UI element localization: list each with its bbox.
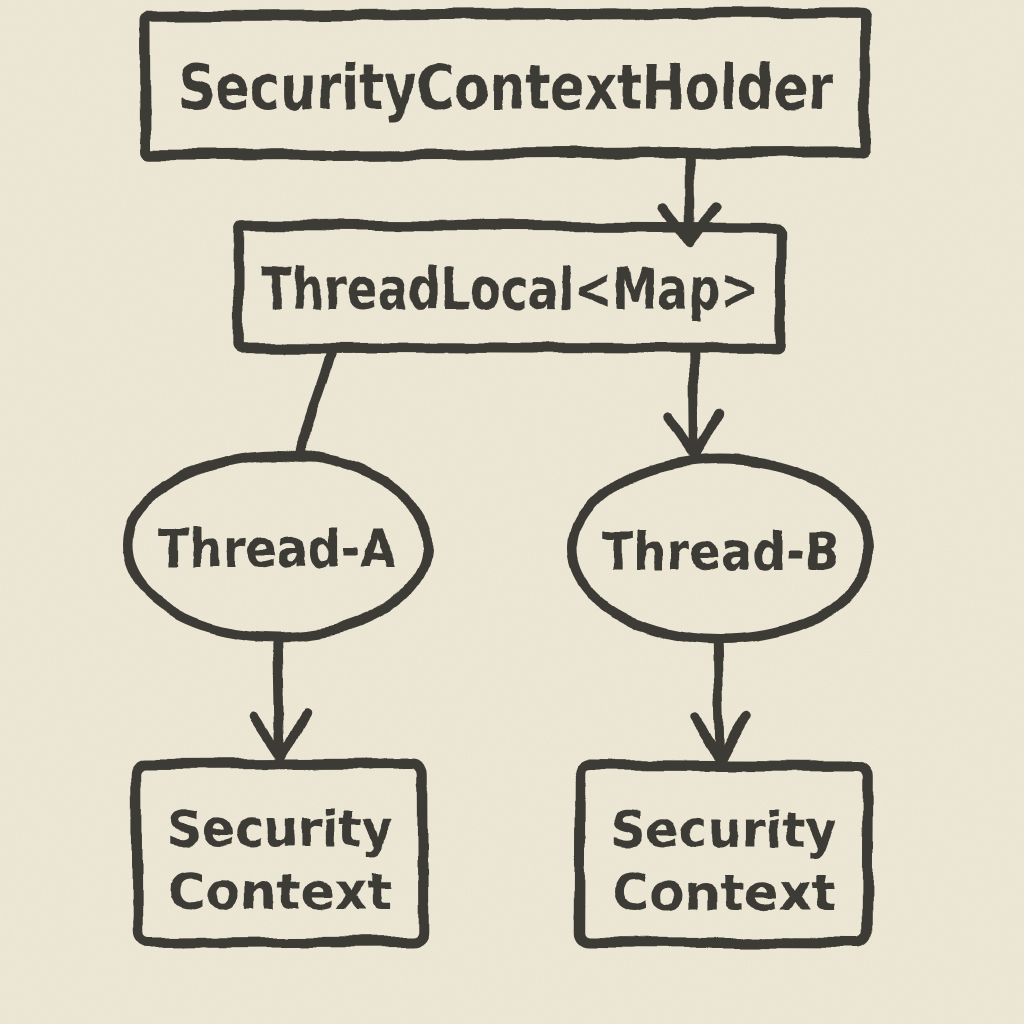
node-security-context-a-label-line2: Context: [168, 863, 392, 921]
edge-holder-to-threadlocal-arrowhead: [659, 199, 722, 247]
node-security-context-a-box: [131, 758, 429, 948]
node-security-context-holder-box: [139, 7, 871, 161]
node-security-context-b-label-line1: Security: [611, 801, 837, 859]
edge-threadlocal-to-thread-a-line: [293, 346, 337, 456]
node-security-context-a-label-line1: Security: [167, 800, 393, 858]
node-thread-local-map-box: [233, 220, 787, 354]
diagram-labels: SecurityContextHolder ThreadLocal<Map> T…: [158, 51, 840, 922]
node-security-context-holder-label: SecurityContextHolder: [179, 51, 834, 124]
node-thread-b-label: Thread-B: [602, 522, 840, 583]
edge-thread-b-to-security-context-line: [714, 637, 726, 756]
node-security-context-b-label-line2: Context: [612, 864, 836, 922]
diagram-shapes: [122, 7, 875, 949]
edge-threadlocal-to-thread-b-line: [688, 346, 699, 451]
edge-thread-a-to-security-context-arrowhead: [248, 708, 311, 762]
edge-thread-a-to-security-context-line: [272, 634, 284, 754]
node-security-context-b-box: [574, 759, 874, 949]
node-thread-a-label: Thread-A: [158, 519, 396, 580]
node-thread-local-map-label: ThreadLocal<Map>: [261, 255, 759, 323]
